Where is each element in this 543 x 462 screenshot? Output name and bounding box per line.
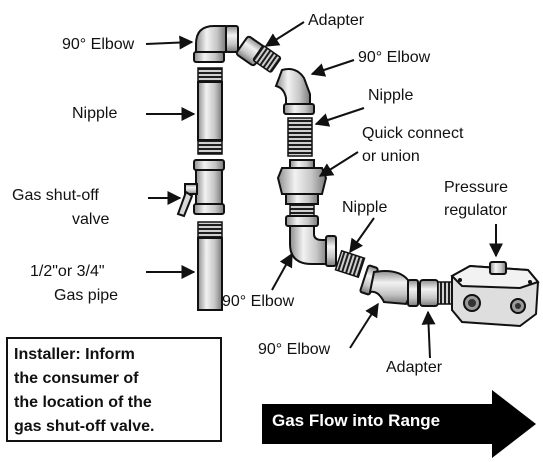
installer-note-box: Installer: Inform the consumer of the lo…	[6, 337, 222, 442]
arrow-quick-connect	[320, 152, 358, 176]
adapter-bottom	[420, 280, 452, 306]
arrow-adapter-bottom	[428, 312, 430, 358]
label-elbow-lower-left: 90° Elbow	[222, 292, 294, 311]
nipple-left	[198, 68, 222, 154]
label-adapter-bottom: Adapter	[386, 358, 442, 377]
label-gas-pipe-line1: 1/2"or 3/4"	[30, 262, 105, 281]
label-pressure-line2: regulator	[444, 201, 507, 220]
label-gas-pipe-line2: Gas pipe	[54, 286, 118, 305]
pressure-regulator	[452, 262, 538, 326]
arrow-nipple-right	[316, 108, 364, 124]
arrow-adapter-top	[266, 22, 304, 46]
elbow-lower-left	[286, 216, 336, 266]
nipple-lower	[335, 251, 364, 277]
arrow-elbow-bottom	[350, 304, 378, 348]
label-elbow-top-right: 90° Elbow	[358, 48, 430, 67]
installer-note-line: gas shut-off valve.	[14, 415, 214, 439]
arrow-elbow-lower-left	[272, 254, 292, 290]
installer-note-line: the consumer of	[14, 367, 214, 391]
label-nipple-lower: Nipple	[342, 198, 387, 217]
arrow-elbow-top-right	[312, 60, 354, 74]
arrow-elbow-top-left	[146, 42, 192, 44]
label-nipple-right: Nipple	[368, 86, 413, 105]
label-shutoff-line2: valve	[72, 210, 109, 229]
label-elbow-top-left: 90° Elbow	[62, 35, 134, 54]
label-adapter-top: Adapter	[308, 11, 364, 30]
gas-pipe	[198, 222, 222, 310]
gas-shutoff-valve	[178, 160, 224, 216]
elbow-top-right	[276, 69, 314, 114]
installer-note-line: Installer: Inform	[14, 343, 214, 367]
arrow-nipple-lower	[350, 218, 374, 252]
label-nipple-left: Nipple	[72, 104, 117, 123]
label-quick-connect-line2: or union	[362, 147, 420, 166]
gas-flow-label: Gas Flow into Range	[272, 410, 440, 432]
label-elbow-bottom: 90° Elbow	[258, 340, 330, 359]
quick-connect-union	[278, 160, 326, 216]
nipple-right	[288, 118, 312, 156]
installer-note-line: the location of the	[14, 391, 214, 415]
elbow-bottom	[360, 265, 418, 306]
label-shutoff-line1: Gas shut-off	[12, 186, 99, 205]
elbow-top-left	[194, 26, 238, 62]
label-quick-connect-line1: Quick connect	[362, 124, 463, 143]
label-pressure-line1: Pressure	[444, 178, 508, 197]
